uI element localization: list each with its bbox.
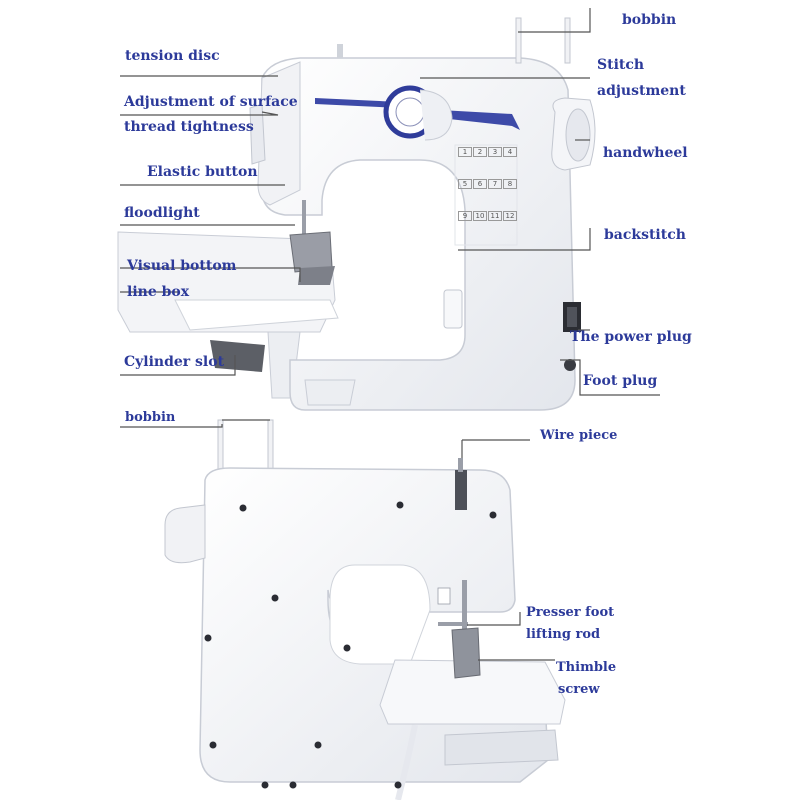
label-stitch-adjustment-line2: adjustment [597, 83, 686, 99]
label-handwheel: handwheel [603, 145, 688, 161]
stitch-number: 1 [458, 147, 472, 157]
label-thimble-screw-line1: Thimble [556, 660, 617, 675]
stitch-number: 2 [473, 147, 487, 157]
rear-view-machine [164, 419, 566, 800]
label-cylinder-slot: Cylinder slot [124, 354, 225, 370]
stitch-number: 4 [503, 147, 517, 157]
label-foot-plug: Foot plug [583, 373, 658, 389]
label-power-plug: The power plug [570, 329, 692, 345]
stitch-number: 3 [488, 147, 502, 157]
label-presser-foot-line1: Presser foot [526, 605, 615, 620]
label-adjustment-surface-line2: thread tightness [124, 119, 254, 135]
label-floodlight: floodlight [124, 205, 200, 221]
label-backstitch: backstitch [604, 227, 686, 243]
stitch-number: 9 [458, 211, 472, 221]
label-elastic-button: Elastic button [147, 164, 258, 180]
front-view-machine [117, 17, 596, 411]
stitch-number-grid: 1 2 3 4 5 6 7 8 9 10 11 12 [458, 147, 518, 221]
label-presser-foot-line2: lifting rod [526, 627, 601, 642]
stitch-number: 7 [488, 179, 502, 189]
label-bobbin-top: bobbin [622, 12, 677, 28]
stitch-number: 8 [503, 179, 517, 189]
label-stitch-adjustment-line1: Stitch [597, 57, 645, 73]
label-adjustment-surface-line1: Adjustment of surface [124, 94, 298, 110]
stitch-number: 6 [473, 179, 487, 189]
stitch-number: 12 [503, 211, 517, 221]
stitch-number: 11 [488, 211, 502, 221]
callout-lines [120, 8, 660, 661]
stitch-number: 5 [458, 179, 472, 189]
label-visual-bottom-line2: line box [127, 284, 190, 300]
label-tension-disc: tension disc [125, 48, 220, 64]
label-bobbin-bottom: bobbin [125, 410, 176, 425]
stitch-number: 10 [473, 211, 487, 221]
label-visual-bottom-line1: Visual bottom [127, 258, 237, 274]
label-thimble-screw-line2: screw [558, 682, 600, 697]
label-wire-piece: Wire piece [540, 428, 618, 443]
